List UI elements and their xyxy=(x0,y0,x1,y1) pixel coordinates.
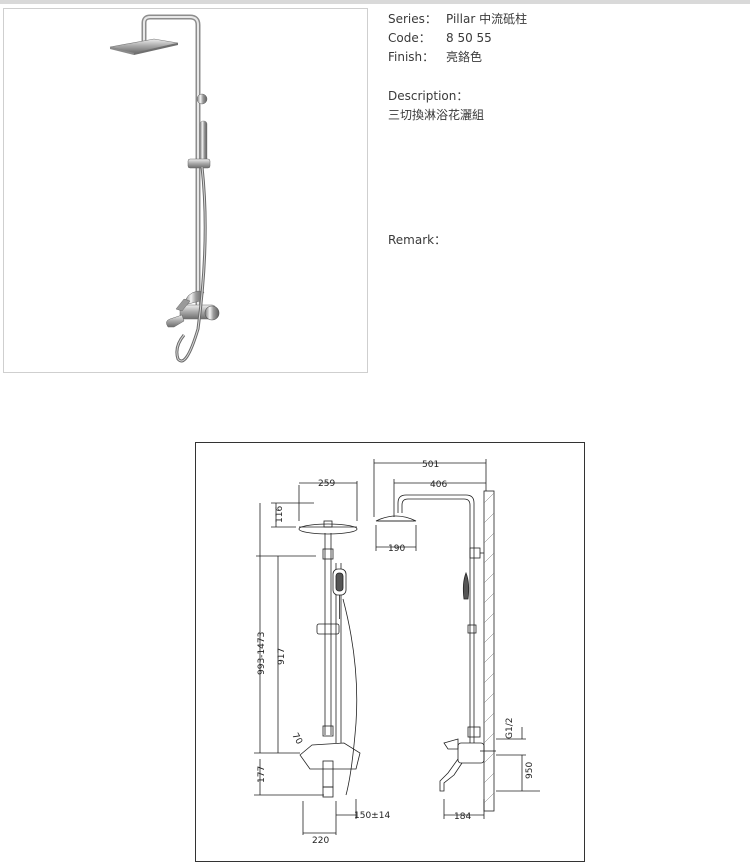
dim-190: 190 xyxy=(388,544,405,554)
code-value: 8 50 55 xyxy=(446,31,492,45)
dim-116: 116 xyxy=(275,506,285,523)
dim-259: 259 xyxy=(318,479,335,489)
finish-value: 亮鉻色 xyxy=(446,50,483,64)
code-label: Code： xyxy=(388,31,431,45)
dim-g12: G1/2 xyxy=(505,718,515,739)
description-label: Description： xyxy=(388,89,469,103)
dim-177: 177 xyxy=(257,766,267,783)
dim-184: 184 xyxy=(454,812,471,822)
remark-label: Remark： xyxy=(388,233,447,247)
dim-917: 917 xyxy=(277,648,287,665)
dim-993-1473: 993-1473 xyxy=(257,632,267,675)
top-divider xyxy=(0,0,750,4)
dim-501: 501 xyxy=(422,460,439,470)
dim-150: 150±14 xyxy=(354,811,390,821)
dim-70: 70 xyxy=(289,732,304,747)
finish-row: Finish： 亮鉻色 xyxy=(388,48,527,67)
description-value: 三切換淋浴花灑組 xyxy=(388,108,485,122)
shower-set-image xyxy=(109,14,220,363)
product-photo xyxy=(3,8,368,373)
code-row: Code： 8 50 55 xyxy=(388,29,527,48)
finish-label: Finish： xyxy=(388,50,435,64)
series-label: Series： xyxy=(388,12,437,26)
spec-list: Series： Pillar 中流砥柱 Code： 8 50 55 Finish… xyxy=(388,10,527,67)
dim-950: 950 xyxy=(525,762,535,779)
dimension-drawing: 259 116 993-1473 917 70 177 150±14 220 5… xyxy=(254,459,540,846)
series-value: Pillar 中流砥柱 xyxy=(446,12,528,26)
technical-drawing: 259 116 993-1473 917 70 177 150±14 220 5… xyxy=(195,442,585,862)
series-row: Series： Pillar 中流砥柱 xyxy=(388,10,527,29)
dim-220: 220 xyxy=(312,836,329,846)
description-block: Description： 三切換淋浴花灑組 xyxy=(388,87,484,125)
dim-406: 406 xyxy=(430,480,447,490)
